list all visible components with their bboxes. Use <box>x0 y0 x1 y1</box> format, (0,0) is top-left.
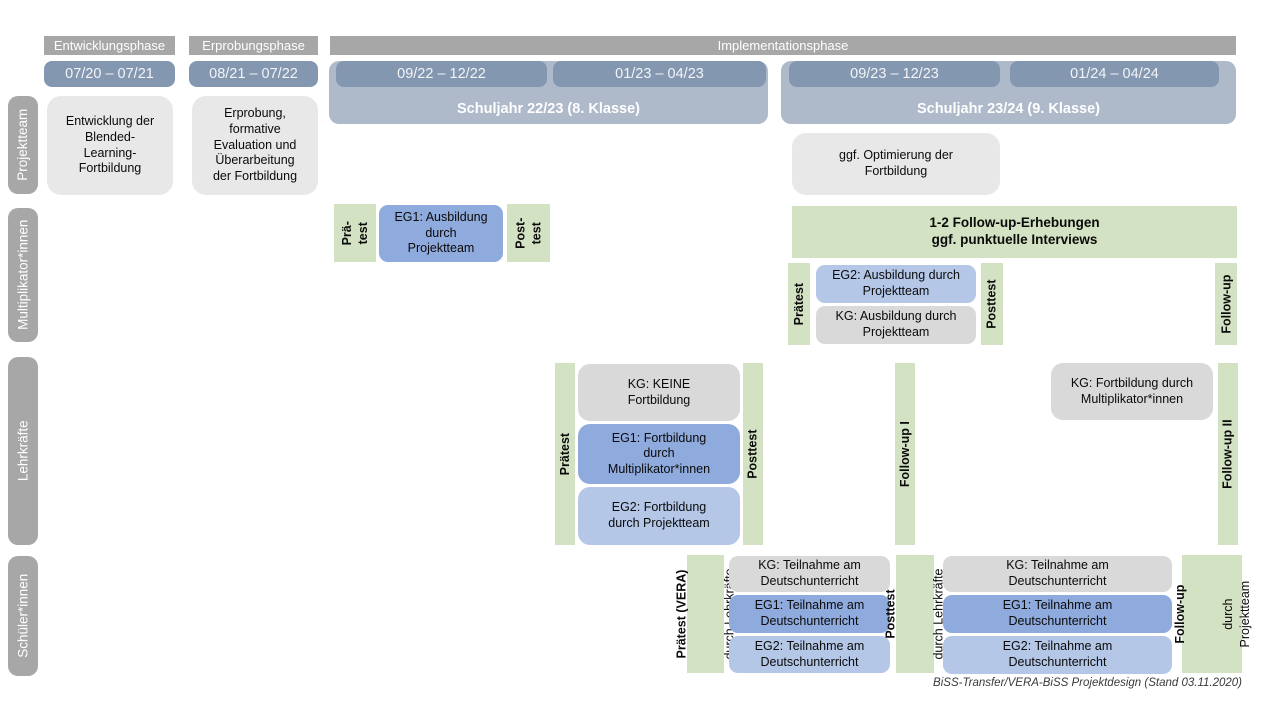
bar-praetest-multiplikatoren-1-text: Prä- test <box>339 220 370 246</box>
row-label-projektteam-text: Projektteam <box>15 108 31 182</box>
box-eg1-teilnahme-2: EG1: Teilnahme am Deutschunterricht <box>943 595 1172 633</box>
bar-posttest-multiplikatoren-1: Post- test <box>507 204 550 262</box>
box-entwicklung-fortbildung: Entwicklung der Blended- Learning- Fortb… <box>47 96 173 195</box>
box-eg1-teilnahme-1: EG1: Teilnahme am Deutschunterricht <box>729 595 890 633</box>
bar-posttest-lehrkraefte-text: Posttest <box>745 429 760 479</box>
bar-praetest-multiplikatoren-1: Prä- test <box>334 204 376 262</box>
box-eg2-fortbildung-projektteam: EG2: Fortbildung durch Projektteam <box>578 487 740 545</box>
box-eg2-teilnahme-2: EG2: Teilnahme am Deutschunterricht <box>943 636 1172 674</box>
bar-followup2-lehrkraefte-text: Follow-up II <box>1220 419 1235 489</box>
bar-posttest-multiplikatoren-2-text: Posttest <box>984 279 999 329</box>
bar-praetest-lehrkraefte: Prätest <box>555 363 575 545</box>
bar-praetest-multiplikatoren-2-text: Prätest <box>791 282 806 326</box>
box-kg-fortbildung-multiplikatoren: KG: Fortbildung durch Multiplikator*inne… <box>1051 363 1213 420</box>
row-label-lehrkraefte-text: Lehrkräfte <box>15 420 31 482</box>
phase-bar-erprobungsphase: Erprobungsphase <box>189 36 318 55</box>
box-eg1-fortbildung-multiplikatoren: EG1: Fortbildung durch Multiplikator*inn… <box>578 424 740 484</box>
box-eg1-ausbildung-projektteam: EG1: Ausbildung durch Projektteam <box>379 205 503 262</box>
followup-schueler-title: Follow-up <box>1172 584 1187 644</box>
bar-posttest-schueler: Posttest durch Lehrkräfte <box>884 555 946 673</box>
bar-followup-multiplikatoren: Follow-up <box>1215 263 1237 345</box>
bar-followup2-lehrkraefte: Follow-up II <box>1218 363 1238 545</box>
box-optimierung-fortbildung: ggf. Optimierung der Fortbildung <box>792 133 1000 195</box>
period-07-20: 07/20 – 07/21 <box>44 61 175 87</box>
box-followup-erhebungen: 1-2 Follow-up-Erhebungen ggf. punktuelle… <box>792 206 1237 258</box>
period-01-24: 01/24 – 04/24 <box>1010 61 1219 87</box>
row-label-multiplikatoren-text: Multiplikator*innen <box>15 219 31 331</box>
bar-praetest-multiplikatoren-2: Prätest <box>788 263 810 345</box>
phase-bar-entwicklungsphase: Entwicklungsphase <box>44 36 175 55</box>
diagram-footnote: BiSS-Transfer/VERA-BiSS Projektdesign (S… <box>933 677 1242 689</box>
box-kg-ausbildung-projektteam: KG: Ausbildung durch Projektteam <box>816 306 976 344</box>
period-08-21: 08/21 – 07/22 <box>189 61 318 87</box>
period-09-23: 09/23 – 12/23 <box>789 61 1000 87</box>
row-label-schueler: Schüler*innen <box>8 556 38 676</box>
box-kg-keine-fortbildung: KG: KEINE Fortbildung <box>578 364 740 421</box>
bar-posttest-multiplikatoren-2: Posttest <box>981 263 1003 345</box>
box-eg2-teilnahme-1: EG2: Teilnahme am Deutschunterricht <box>729 636 890 673</box>
bar-followup1-lehrkraefte-text: Follow-up I <box>897 421 912 487</box>
box-kg-teilnahme-2: KG: Teilnahme am Deutschunterricht <box>943 556 1172 592</box>
bar-followup1-lehrkraefte: Follow-up I <box>895 363 915 545</box>
row-label-multiplikatoren: Multiplikator*innen <box>8 208 38 342</box>
period-01-23: 01/23 – 04/23 <box>553 61 766 87</box>
posttest-schueler-title: Posttest <box>883 589 898 639</box>
box-eg2-ausbildung-projektteam: EG2: Ausbildung durch Projektteam <box>816 265 976 303</box>
row-label-projektteam: Projektteam <box>8 96 38 194</box>
box-erprobung-evaluation: Erprobung, formative Evaluation und Über… <box>192 96 318 195</box>
praetest-vera-title: Prätest (VERA) <box>674 569 688 659</box>
bar-praetest-vera-schueler: Prätest (VERA) durch Lehrkräfte <box>674 555 737 673</box>
bar-followup-schueler: Follow-up durch Projektteam <box>1172 555 1251 673</box>
period-09-22: 09/22 – 12/22 <box>336 61 547 87</box>
bar-followup-schueler-text: Follow-up durch Projektteam <box>1139 581 1280 648</box>
bar-posttest-lehrkraefte: Posttest <box>743 363 763 545</box>
bar-praetest-lehrkraefte-text: Prätest <box>557 432 572 476</box>
row-label-schueler-text: Schüler*innen <box>15 573 31 659</box>
box-kg-teilnahme-1: KG: Teilnahme am Deutschunterricht <box>729 556 890 592</box>
followup-schueler-sub: durch Projektteam <box>1221 580 1252 648</box>
phase-bar-implementationsphase: Implementationsphase <box>330 36 1236 55</box>
row-label-lehrkraefte: Lehrkräfte <box>8 357 38 545</box>
bar-posttest-multiplikatoren-1-text: Post- test <box>513 217 544 249</box>
bar-followup-multiplikatoren-text: Follow-up <box>1218 274 1233 334</box>
